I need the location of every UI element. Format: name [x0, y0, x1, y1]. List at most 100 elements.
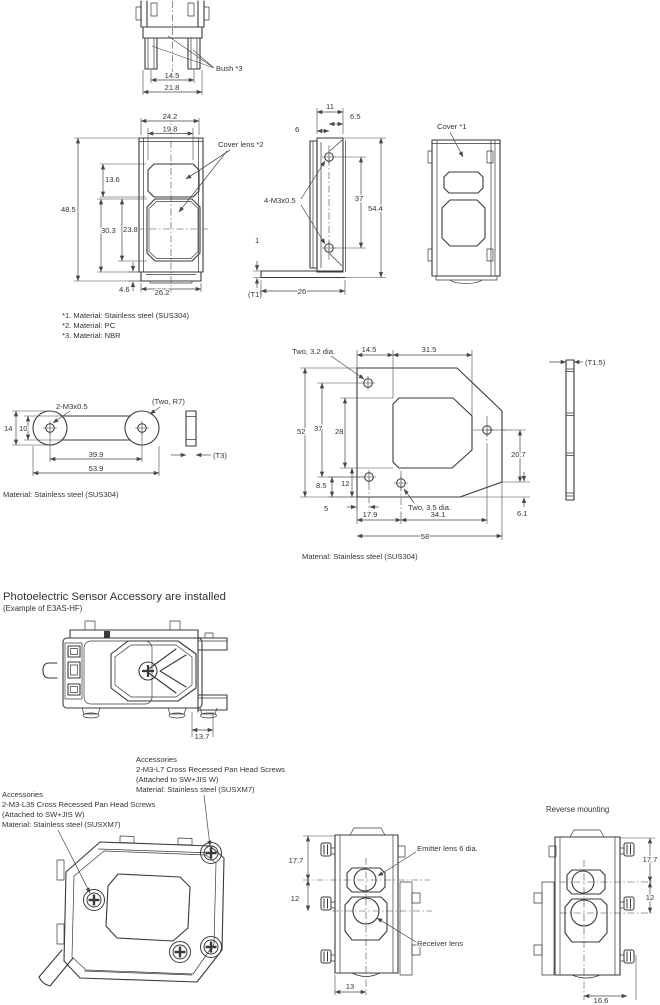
- bush-left: [144, 37, 158, 70]
- dim-strap-length: 53.9: [89, 464, 104, 473]
- t1-label: (T1): [248, 290, 262, 299]
- dim-strap-hole-span: 39.9: [89, 450, 104, 459]
- dim-plate-right-bottom: 6.1: [517, 509, 528, 518]
- dim-plate-window-height: 28: [335, 427, 343, 436]
- strap-material: Material: Stainless steel (SUS304): [3, 490, 119, 499]
- cable-gland: [42, 662, 58, 679]
- accessories-l35-block: Accessories 2-M3-L35 Cross Recessed Pan …: [1, 789, 157, 894]
- dim-base-height: 4.6: [119, 285, 130, 294]
- dim-plate-width: 58: [421, 532, 429, 541]
- acc-l35-line4: Material: Stainless steel (SUSXM7): [2, 820, 121, 829]
- reverse-dim-center: 16.6: [594, 996, 609, 1005]
- material-note-1: *1. Material: Stainless steel (SUS304): [62, 311, 190, 320]
- lower-cover-lens: [146, 198, 201, 262]
- dim-edge-offset: 6.5: [350, 112, 361, 121]
- dim-plate-window-width: 31.5: [422, 345, 437, 354]
- phillips-screw-top-right: [199, 841, 223, 865]
- dim-hole-span: 37: [355, 194, 363, 203]
- dim-side-offset: 13.7: [195, 732, 210, 741]
- dim-plate-window-to-bottom: 12: [341, 479, 349, 488]
- cover-label: Cover *1: [437, 122, 467, 131]
- material-note-3: *3. Material: NBR: [62, 331, 121, 340]
- t3-label: (T3): [213, 451, 227, 460]
- section-heading: Photoelectric Sensor Accessory are insta…: [3, 591, 226, 603]
- side-screw-1: [320, 842, 332, 857]
- dim-plate-hole-to-bottom: 8.5: [316, 481, 327, 490]
- reverse-side-screw-2: [623, 896, 635, 911]
- material-note-2: *2. Material: PC: [62, 321, 116, 330]
- mounting-plate-drawing: 14.5 31.5 Two, 3.2 dia. 52 37 28 8.5 12 …: [291, 344, 530, 562]
- dim-plate-right-hole: 20.7: [511, 450, 526, 459]
- dim-top-inner: 14.5: [165, 71, 180, 80]
- plate-hole-3-2-bottom: [361, 469, 377, 485]
- mounted-sensor-drawing: [38, 835, 225, 987]
- reverse-dim-lens-gap: 12: [646, 893, 654, 902]
- accessories-l7-block: Accessories 2-M3-L7 Cross Recessed Pan H…: [135, 754, 286, 847]
- acc-l35-line3: (Attached to SW+JIS W): [2, 810, 85, 819]
- dim-plate-height: 52: [297, 427, 305, 436]
- dim-front-top-width: 24.2: [163, 112, 178, 121]
- dim-emitter-offset: 17.7: [289, 856, 304, 865]
- receiver-lens-label: Receiver lens: [417, 939, 463, 948]
- t15-label: (T1.5): [585, 358, 606, 367]
- dim-inset: 6: [295, 125, 299, 134]
- strap-screw-label: 2-M3x0.5: [56, 402, 88, 411]
- dim-bracket-height: 54.4: [368, 204, 383, 213]
- mounted-front-view-drawing: 17.7 12 Emitter lens 6 dia. Receiver len…: [287, 827, 479, 995]
- upper-cover-lens: [147, 163, 200, 198]
- material-notes: *1. Material: Stainless steel (SUS304) *…: [61, 310, 191, 341]
- dim-center: 13: [346, 982, 354, 991]
- reverse-side-screw-1: [623, 842, 635, 857]
- strap-radius-label: (Two, R7): [152, 397, 185, 406]
- plate-edge-view-drawing: (T1.5): [549, 357, 607, 501]
- dim-plate-hole-span-v: 37: [314, 424, 322, 433]
- strap-hole-left: [42, 420, 58, 436]
- acc-l7-line3: (Attached to SW+JIS W): [136, 775, 219, 784]
- plate-large-holes-label: Two, 3.5 dia.: [408, 503, 451, 512]
- top-view-drawing: 14.5 21.8 Bush *3: [135, 0, 244, 95]
- dim-upper-lens-height: 13.6: [105, 175, 120, 184]
- dim-top-outer: 21.8: [165, 83, 180, 92]
- reverse-mounting-drawing: Reverse mounting 17.7 12 16.6: [533, 805, 659, 1005]
- acc-l35-line1: Accessories: [2, 790, 43, 799]
- dim-lens-gap: 12: [291, 894, 299, 903]
- bush-label: Bush *3: [216, 64, 243, 73]
- plate-small-holes-label: Two, 3.2 dia.: [292, 347, 335, 356]
- plate-material: Material: Stainless steel (SUS304): [302, 552, 418, 561]
- acc-l7-line2: 2-M3-L7 Cross Recessed Pan Head Screws: [136, 765, 285, 774]
- dim-bracket-top-width: 11: [326, 102, 334, 111]
- acc-l7-line1: Accessories: [136, 755, 177, 764]
- strap-bracket-drawing: 2-M3x0.5 (Two, R7) 14 10 39.9 53.9 (T3) …: [2, 396, 229, 500]
- dim-strap-bar-height: 10: [19, 424, 27, 433]
- reverse-dim-emitter-offset: 17.7: [643, 855, 658, 864]
- assembled-side-view-drawing: 13.7: [42, 620, 228, 742]
- dim-lower-section: 30.3: [101, 226, 116, 235]
- bracket-side-view-drawing: 11 6.5 6 4-M3x0.5 37 54.4 1 (T1) 26: [247, 101, 386, 300]
- acc-l35-line2: 2-M3-L35 Cross Recessed Pan Head Screws: [2, 800, 155, 809]
- dim-front-inner-width: 19.8: [163, 125, 178, 134]
- dim-depth: 26: [298, 287, 306, 296]
- side-screw-3: [320, 949, 332, 964]
- sensor-cable: [38, 949, 74, 987]
- dim-plate-thickness: 1: [255, 236, 259, 245]
- dim-plate-hole-x: 5: [324, 504, 328, 513]
- reverse-mounting-title: Reverse mounting: [546, 805, 609, 814]
- phillips-screw-bottom-right: [199, 935, 223, 959]
- dim-plate-left-offset: 14.5: [362, 345, 377, 354]
- dim-plate-hole1-x: 17.9: [363, 510, 378, 519]
- acc-l7-line4: Material: Stainless steel (SUSXM7): [136, 785, 255, 794]
- cover-view-drawing: Cover *1: [427, 121, 501, 284]
- dim-lens-height: 23.8: [123, 225, 138, 234]
- dim-bottom-width: 26.2: [155, 288, 170, 297]
- bush-right: [187, 37, 201, 70]
- dim-total-height: 48.5: [61, 205, 76, 214]
- cover-lens-label: Cover lens *2: [218, 140, 264, 149]
- side-screw-2: [320, 896, 332, 911]
- dim-plate-hole2-x: 34.1: [431, 510, 446, 519]
- phillips-screw-left: [82, 888, 106, 912]
- strap-hole-right: [134, 420, 150, 436]
- emitter-lens-label: Emitter lens 6 dia.: [417, 844, 478, 853]
- bracket-screw-label: 4-M3x0.5: [264, 196, 296, 205]
